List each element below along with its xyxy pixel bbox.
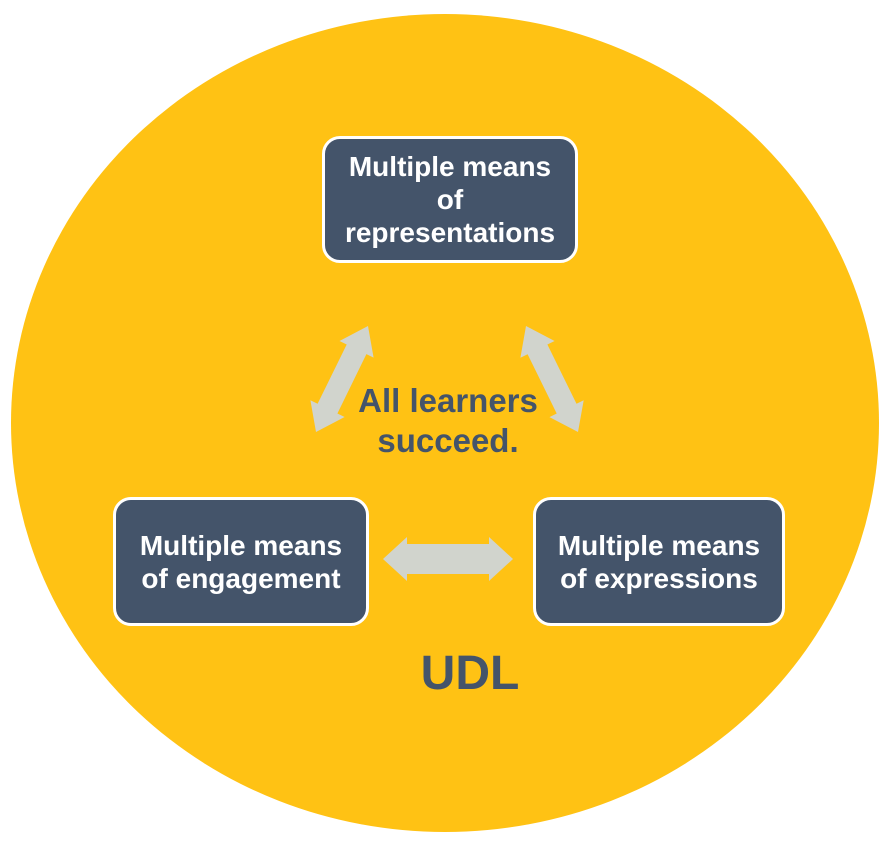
node-expressions-label: Multiple means of expressions	[557, 529, 761, 594]
node-representations: Multiple means of representations	[322, 136, 578, 263]
diagram-title: UDL	[420, 647, 520, 700]
center-slogan: All learners succeed.	[358, 382, 538, 459]
node-engagement-label: Multiple means of engagement	[139, 529, 343, 594]
node-engagement: Multiple means of engagement	[113, 497, 369, 626]
node-representations-label: Multiple means of representations	[344, 151, 556, 248]
node-expressions: Multiple means of expressions	[533, 497, 785, 626]
